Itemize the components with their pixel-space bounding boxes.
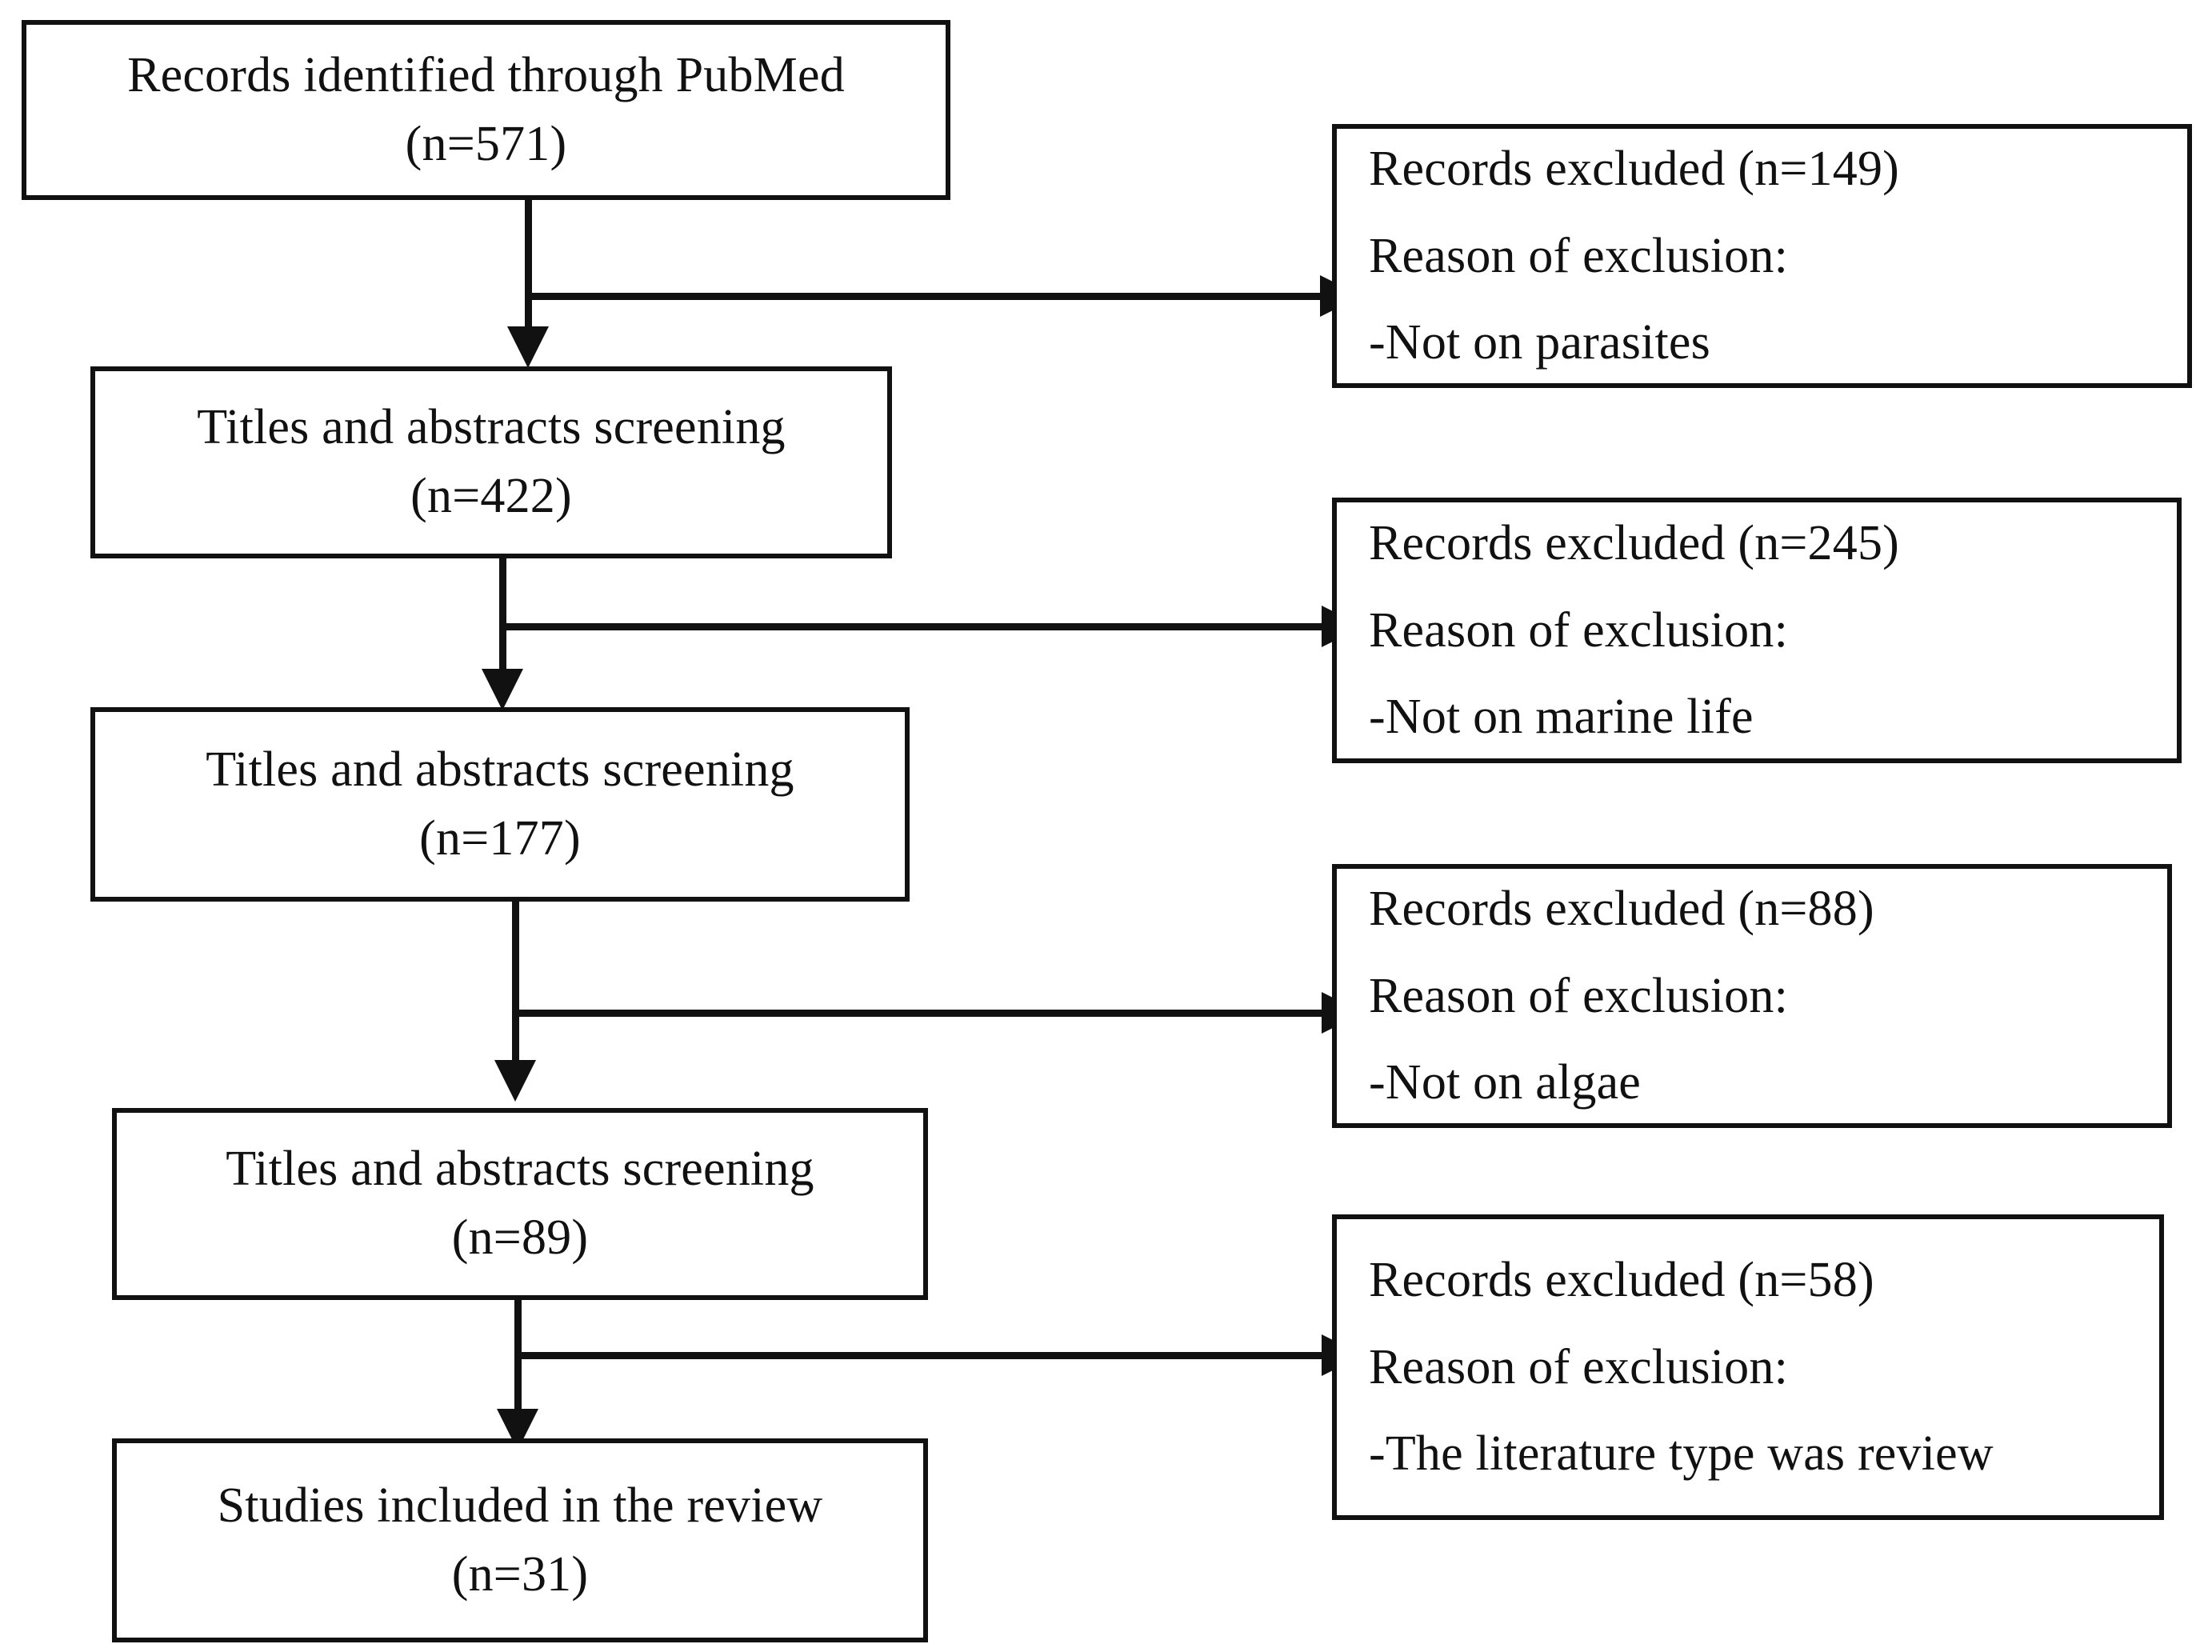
connector-4-branch-horizontal [514,1352,1327,1359]
exclusion-box-4-line1: Records excluded (n=58) [1369,1253,1874,1308]
exclusion-box-4: Records excluded (n=58) Reason of exclus… [1332,1214,2164,1520]
exclusion-box-3-line2: Reason of exclusion: [1369,968,1789,1023]
flow-box-included: Studies included in the review (n=31) [112,1438,928,1642]
flow-box-included-line1: Studies included in the review [217,1478,823,1533]
exclusion-box-3: Records excluded (n=88) Reason of exclus… [1332,864,2172,1128]
connector-1-arrowhead-down [507,326,549,368]
connector-2-branch-horizontal [499,623,1327,630]
flow-box-identification-line1: Records identified through PubMed [127,47,845,102]
exclusion-box-3-line3: -Not on algae [1369,1055,1642,1110]
exclusion-box-3-line1: Records excluded (n=88) [1369,882,1874,937]
exclusion-box-2-line3: -Not on marine life [1369,690,1754,745]
connector-2-arrowhead-down [482,669,523,710]
exclusion-box-2: Records excluded (n=245) Reason of exclu… [1332,498,2182,763]
flow-box-identification: Records identified through PubMed (n=571… [22,20,950,200]
exclusion-box-2-line2: Reason of exclusion: [1369,602,1789,658]
flow-box-screening-2-count: (n=177) [419,810,581,866]
connector-1-vertical [525,200,532,328]
connector-1-branch-horizontal [525,293,1325,300]
flow-box-screening-3-line1: Titles and abstracts screening [226,1142,814,1197]
exclusion-box-1-line1: Records excluded (n=149) [1369,142,1900,197]
flow-box-screening-1: Titles and abstracts screening (n=422) [90,366,892,558]
flow-box-screening-2-line1: Titles and abstracts screening [206,742,794,797]
connector-3-branch-horizontal [512,1010,1326,1017]
exclusion-box-4-line2: Reason of exclusion: [1369,1339,1789,1394]
flow-box-identification-count: (n=571) [405,116,567,171]
connector-3-arrowhead-down [494,1060,536,1102]
exclusion-box-2-line1: Records excluded (n=245) [1369,516,1900,571]
flow-box-screening-2: Titles and abstracts screening (n=177) [90,707,910,902]
connector-2-vertical [499,558,506,670]
flow-box-included-count: (n=31) [451,1546,589,1602]
exclusion-box-4-line3: -The literature type was review [1369,1426,1994,1482]
flow-box-screening-1-count: (n=422) [410,469,572,523]
flow-box-screening-3-count: (n=89) [451,1210,589,1265]
exclusion-box-1-line3: -Not on parasites [1369,315,1710,370]
exclusion-box-1-line2: Reason of exclusion: [1369,228,1789,283]
flow-box-screening-3: Titles and abstracts screening (n=89) [112,1108,928,1300]
exclusion-box-1: Records excluded (n=149) Reason of exclu… [1332,124,2192,388]
connector-3-vertical [512,902,519,1062]
flow-box-screening-1-line1: Titles and abstracts screening [197,400,786,455]
